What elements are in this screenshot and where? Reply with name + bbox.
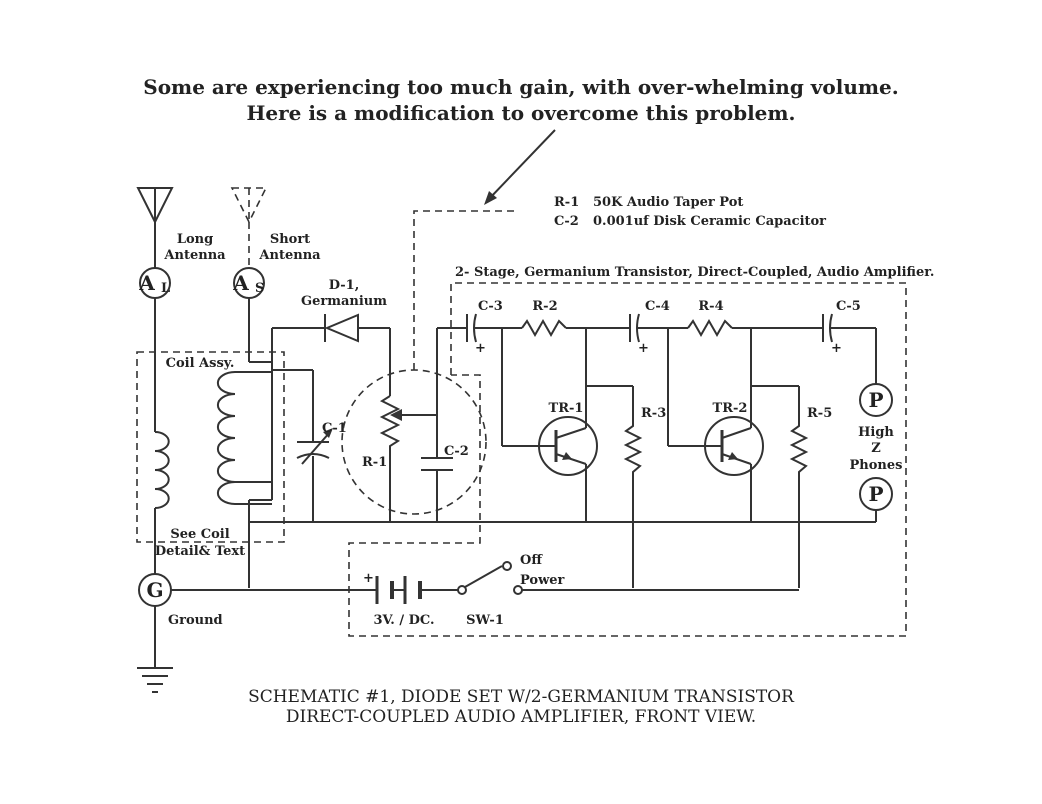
long-antenna-terminal-sub: L bbox=[161, 281, 170, 296]
transistor-tr2 bbox=[704, 416, 764, 476]
caption-line-2: DIRECT-COUPLED AUDIO AMPLIFIER, FRONT VI… bbox=[286, 707, 756, 727]
svg-text:50K Audio Taper Pot: 50K Audio Taper Pot bbox=[593, 195, 743, 210]
phones-terminal-bottom-letter: P bbox=[868, 482, 883, 506]
switch-off-label: Off bbox=[520, 553, 543, 568]
r3-label: R-3 bbox=[641, 406, 666, 421]
potentiometer-r1 bbox=[379, 390, 402, 450]
short-antenna-symbol bbox=[230, 187, 268, 268]
resistor-r4 bbox=[687, 318, 733, 338]
short-antenna-terminal-sub: S bbox=[255, 281, 264, 296]
c4-label: C-4 bbox=[645, 299, 670, 314]
capacitor-c3 bbox=[466, 313, 477, 343]
short-antenna-terminal-letter: A bbox=[232, 271, 249, 295]
coil-assembly-box bbox=[136, 351, 285, 543]
mod-parts-list: R-1 50K Audio Taper Pot C-2 0.001uf Disk… bbox=[554, 195, 826, 229]
c2-label: C-2 bbox=[444, 444, 469, 459]
note-line-2: Here is a modification to overcome this … bbox=[246, 101, 795, 125]
battery-plus: + bbox=[363, 571, 374, 586]
ground-label: Ground bbox=[168, 613, 223, 628]
capacitor-c4 bbox=[629, 313, 640, 343]
r5-label: R-5 bbox=[807, 406, 832, 421]
capacitor-c5 bbox=[822, 313, 833, 343]
switch-power-label: Power bbox=[520, 573, 565, 588]
phones-label-2: Z bbox=[871, 441, 881, 456]
diode-label-2: Germanium bbox=[301, 294, 387, 309]
c3-plus: + bbox=[475, 341, 486, 356]
switch-label: SW-1 bbox=[466, 613, 504, 628]
short-antenna-label-2: Antenna bbox=[258, 248, 321, 263]
battery-icon bbox=[362, 576, 428, 604]
long-antenna-label-2: Antenna bbox=[163, 248, 226, 263]
secondary-coil bbox=[216, 371, 236, 505]
primary-coil bbox=[154, 431, 170, 509]
power-switch-icon[interactable] bbox=[457, 561, 523, 595]
transistor-tr1 bbox=[538, 416, 598, 476]
c5-plus: + bbox=[831, 341, 842, 356]
phones-label-3: Phones bbox=[850, 458, 903, 473]
capacitor-c2 bbox=[421, 457, 453, 471]
c5-label: C-5 bbox=[836, 299, 861, 314]
resistor-r3 bbox=[623, 420, 643, 478]
modification-outline bbox=[341, 210, 518, 515]
amplifier-box bbox=[348, 282, 907, 637]
r4-label: R-4 bbox=[698, 299, 723, 314]
phones-label-1: High bbox=[858, 425, 894, 440]
note-line-1: Some are experiencing too much gain, wit… bbox=[143, 75, 898, 99]
r1-label: R-1 bbox=[362, 455, 387, 470]
capacitor-c1 bbox=[296, 428, 333, 465]
amp-title: 2- Stage, Germanium Transistor, Direct-C… bbox=[455, 265, 934, 280]
c1-label: C-1 bbox=[322, 421, 347, 436]
short-antenna-label-1: Short bbox=[270, 232, 310, 247]
caption-line-1: SCHEMATIC #1, DIODE SET W/2-GERMANIUM TR… bbox=[248, 687, 795, 707]
earth-ground-icon bbox=[137, 667, 173, 693]
ground-terminal bbox=[138, 573, 172, 607]
battery-label: 3V. / DC. bbox=[373, 613, 434, 628]
pointer-arrow bbox=[484, 129, 556, 205]
c4-plus: + bbox=[638, 341, 649, 356]
phones-terminal-top-letter: P bbox=[868, 388, 883, 412]
long-antenna-terminal-letter: A bbox=[138, 271, 155, 295]
tr1-label: TR-1 bbox=[549, 401, 584, 416]
resistor-r5 bbox=[789, 420, 809, 478]
ground-terminal-letter: G bbox=[146, 578, 163, 602]
resistor-r2 bbox=[521, 318, 567, 338]
svg-text:R-1: R-1 bbox=[554, 195, 579, 210]
svg-text:C-2: C-2 bbox=[554, 214, 579, 229]
svg-text:0.001uf Disk Ceramic Capacitor: 0.001uf Disk Ceramic Capacitor bbox=[593, 214, 826, 229]
phones-terminal-top bbox=[859, 383, 893, 417]
c3-label: C-3 bbox=[478, 299, 503, 314]
phones-terminal-bottom bbox=[859, 477, 893, 511]
long-antenna-symbol bbox=[136, 187, 174, 268]
diode-d1 bbox=[324, 313, 359, 343]
coil-note-1: See Coil bbox=[170, 527, 229, 542]
coil-assembly-label: Coil Assy. bbox=[166, 356, 235, 371]
coil-note-2: Detail& Text bbox=[155, 544, 245, 559]
long-antenna-label-1: Long bbox=[177, 232, 213, 247]
tr2-label: TR-2 bbox=[713, 401, 748, 416]
r2-label: R-2 bbox=[532, 299, 557, 314]
diode-label-1: D-1, bbox=[329, 278, 359, 293]
